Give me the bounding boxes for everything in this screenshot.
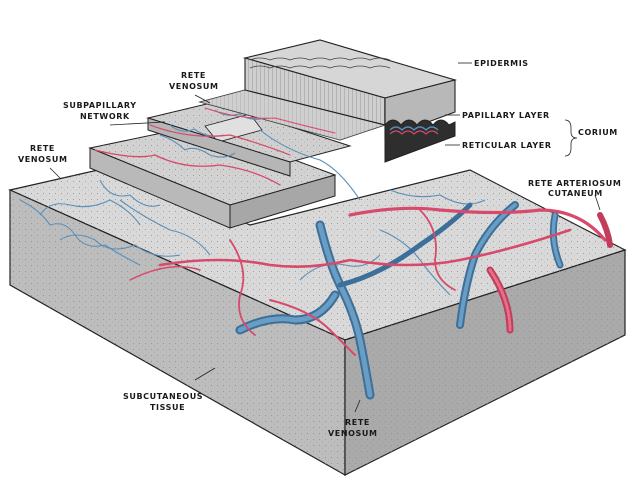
label-rete-venosum-left-2: VENOSUM xyxy=(18,155,68,164)
artery-main xyxy=(348,206,607,242)
arterial-network xyxy=(94,107,613,356)
label-rete-venosum-top-1: RETE xyxy=(181,71,206,80)
subpapillary-step-front xyxy=(147,117,291,177)
label-epidermis: EPIDERMIS xyxy=(474,59,529,68)
labels: EPIDERMIS PAPILLARY LAYER RETICULAR LAYE… xyxy=(18,59,621,438)
reticular-step xyxy=(88,124,337,229)
label-subcutaneous-2: TISSUE xyxy=(150,403,185,412)
epidermis-block xyxy=(198,39,458,163)
reticular-step-side xyxy=(229,174,336,229)
label-subcutaneous-1: SUBCUTANEOUS xyxy=(123,392,203,401)
epidermis-wavy-edge xyxy=(384,119,456,163)
label-rete-venosum-left-1: RETE xyxy=(30,144,55,153)
label-rete-venosum-bottom-1: RETE xyxy=(345,418,370,427)
label-rete-arteriosum-1: RETE ARTERIOSUM xyxy=(528,179,621,188)
leader-lines xyxy=(49,62,601,413)
label-rete-arteriosum-2: CUTANEUM xyxy=(548,189,603,198)
label-corium: CORIUM xyxy=(578,128,618,137)
subcutaneous-block xyxy=(8,164,627,477)
venous-trunks xyxy=(235,201,564,400)
label-subpapillary-1: SUBPAPILLARY xyxy=(63,101,137,110)
subpapillary-step xyxy=(146,101,352,177)
venous-network-fine xyxy=(19,109,486,296)
label-rete-venosum-bottom-2: VENOSUM xyxy=(328,429,378,438)
label-rete-venosum-top-2: VENOSUM xyxy=(169,82,219,91)
label-reticular-layer: RETICULAR LAYER xyxy=(462,141,552,150)
label-papillary-layer: PAPILLARY LAYER xyxy=(462,111,550,120)
label-subpapillary-2: NETWORK xyxy=(80,112,130,121)
